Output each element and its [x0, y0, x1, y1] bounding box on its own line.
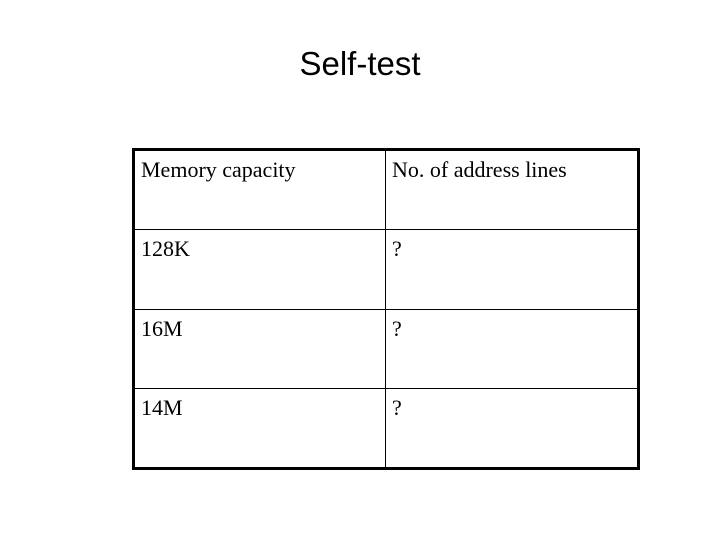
cell-address-lines-2: ? [385, 308, 639, 390]
cell-memory-capacity-3: 14M [133, 388, 386, 469]
cell-address-lines-3: ? [385, 388, 639, 469]
table-header-address-lines: No. of address lines [385, 149, 639, 230]
page-title: Self-test [299, 45, 421, 82]
self-test-table-container: Memory capacity No. of address lines 128… [132, 148, 640, 470]
table-row: 128K ? [133, 228, 639, 310]
table-header-memory-capacity: Memory capacity [133, 149, 386, 230]
cell-address-lines-1: ? [385, 228, 639, 310]
cell-memory-capacity-1: 128K [133, 228, 386, 310]
self-test-table: Memory capacity No. of address lines 128… [132, 148, 640, 470]
table-header-row: Memory capacity No. of address lines [133, 149, 639, 230]
table-row: 16M ? [133, 308, 639, 390]
table-row: 14M ? [133, 388, 639, 469]
cell-memory-capacity-2: 16M [133, 308, 386, 390]
